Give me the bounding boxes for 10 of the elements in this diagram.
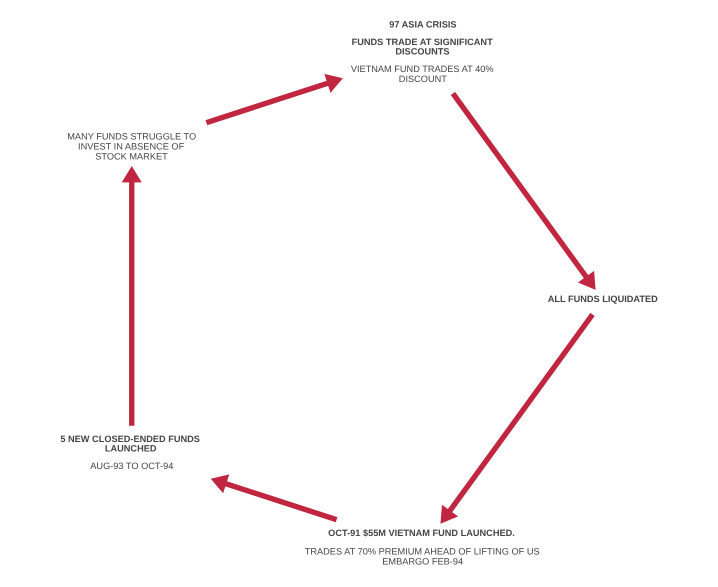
node-text: 5 NEW CLOSED-ENDED FUNDS LAUNCHED AUG-93 TO OCT-94 [60, 434, 200, 471]
arrow [205, 74, 342, 126]
arrow [440, 312, 594, 524]
arrow [450, 92, 596, 290]
node-text: MANY FUNDS STRUGGLE TO INVEST IN ABSENCE OF STOCK MARKET [66, 132, 196, 162]
node-text: OCT-91 $55M VIETNAM FUND LAUNCHED. TRADES AT 70% PREMIUM AHEAD OF LIFTING OF US EMBARGO FEB-94 [304, 528, 540, 566]
node-text: ALL FUNDS LIQUIDATED [547, 294, 658, 304]
arrow [210, 474, 337, 522]
node-text: 97 ASIA CRISIS FUNDS TRADE AT SIGNIFICANT DISCOUNTS VIETNAM FUND TRADES AT 40% DISCOUNT [350, 19, 494, 84]
arrow [121, 166, 142, 426]
